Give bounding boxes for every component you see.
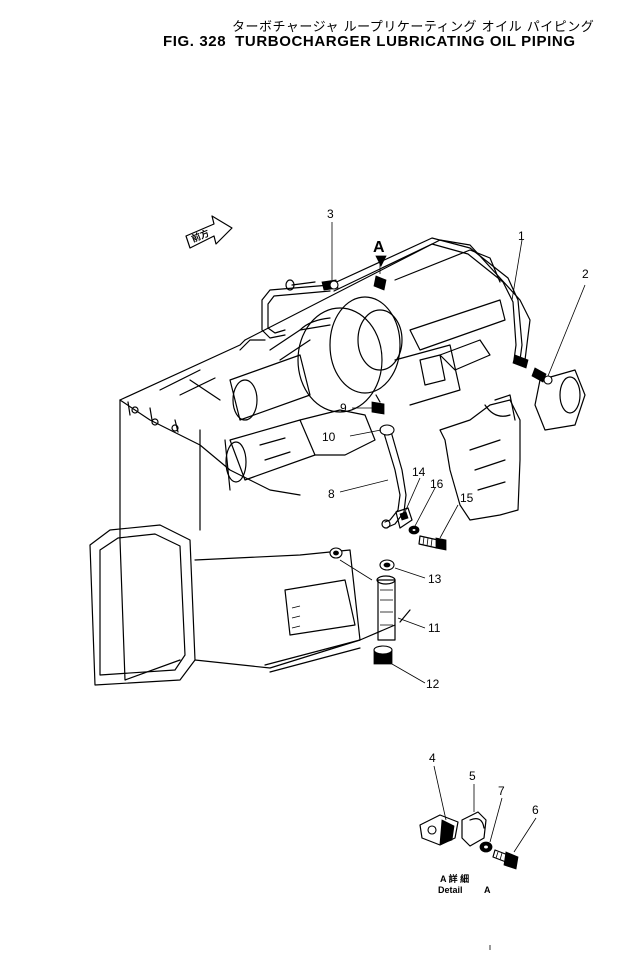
callout-14: 14 — [412, 465, 426, 479]
callout-15: 15 — [460, 491, 474, 505]
detail-caption-line1: Detail — [438, 885, 463, 895]
callout-7: 7 — [498, 784, 505, 798]
callout-1: 1 — [518, 229, 525, 243]
clamp-13 — [379, 559, 395, 571]
washer-16 — [408, 525, 420, 535]
callout-2: 2 — [582, 267, 589, 281]
figure-title-english: TURBOCHARGER LUBRICATING OIL PIPING — [235, 33, 576, 50]
view-marker-a: A — [373, 239, 387, 267]
clamp-12 — [373, 645, 393, 665]
callout-10: 10 — [322, 430, 336, 444]
figure-title: FIG. 328 TURBOCHARGER LUBRICATING OIL PIP… — [163, 33, 585, 50]
figure-number: FIG. 328 — [163, 33, 227, 50]
fitting-3-connector — [321, 279, 339, 291]
callout-labels: 3 1 2 9 10 8 14 16 15 13 11 12 4 5 7 6 — [322, 207, 589, 817]
clamp-14 — [395, 507, 413, 529]
callout-8: 8 — [328, 487, 335, 501]
detail-caption-japanese: A 詳 細 — [440, 873, 469, 884]
hose-11 — [376, 575, 396, 641]
turbocharger — [225, 296, 461, 483]
front-direction-arrow-icon: 前方 — [185, 215, 233, 249]
callout-13: 13 — [428, 572, 442, 586]
callout-3: 3 — [327, 207, 334, 221]
bolt-15 — [418, 535, 447, 551]
callout-6: 6 — [532, 803, 539, 817]
gasket-on-block — [329, 547, 343, 559]
view-a-fitting — [373, 275, 387, 291]
callout-5: 5 — [469, 769, 476, 783]
detail-caption-line2: A — [484, 885, 491, 895]
detail-caption: A 詳 細 Detail A — [438, 873, 491, 895]
fitting-9-elbow — [371, 394, 385, 415]
callout-11: 11 — [428, 621, 441, 635]
callout-12: 12 — [426, 677, 440, 691]
leader-lines — [331, 222, 586, 950]
callout-16: 16 — [430, 477, 444, 491]
washer-7 — [479, 841, 493, 853]
oil-inlet-pipe — [261, 237, 523, 361]
clamp-5 — [461, 811, 487, 847]
detail-a-group — [419, 811, 519, 870]
fitting-2-connector — [512, 354, 553, 385]
exhaust-manifold — [439, 369, 586, 521]
bolt-6 — [492, 849, 519, 870]
callout-9: 9 — [340, 401, 347, 415]
figure-title-japanese: ターボチャージャ ループリケーティング オイル パイピング — [232, 20, 595, 35]
engine-block — [89, 239, 531, 686]
callout-4: 4 — [429, 751, 436, 765]
bracket-4 — [419, 814, 459, 846]
oil-drain-pipe — [379, 424, 407, 529]
view-marker-label: A — [373, 239, 385, 256]
